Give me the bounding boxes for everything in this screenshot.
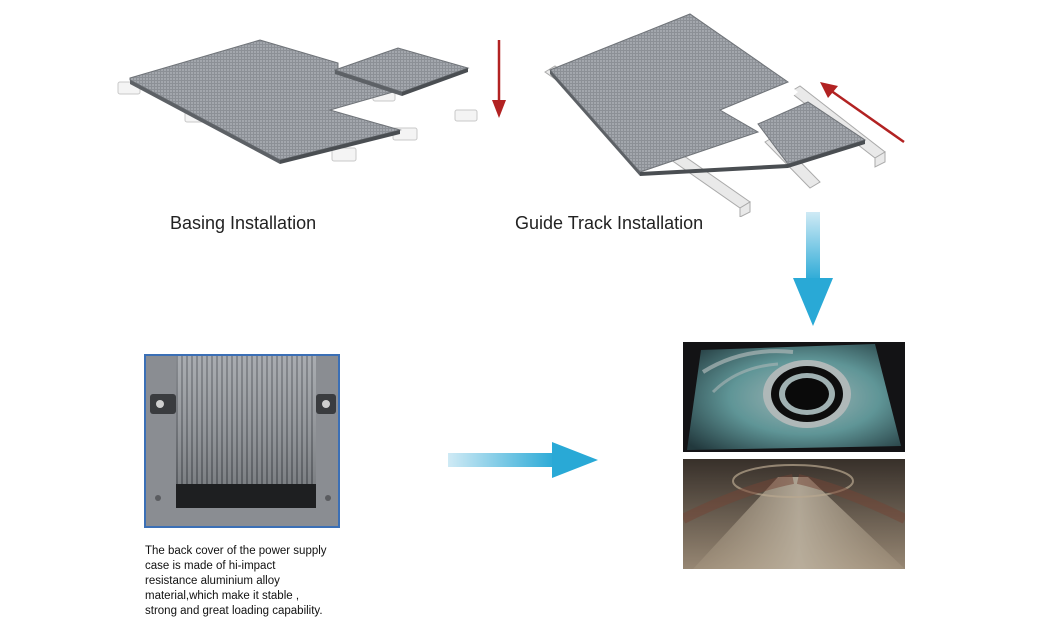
diagonal-arrow-icon: [816, 78, 908, 146]
description-line: The back cover of the power supply: [145, 545, 327, 557]
power-supply-description: The back cover of the power supply case …: [145, 544, 375, 619]
basing-installation-caption: Basing Installation: [170, 213, 317, 233]
right-arrow-icon: [448, 442, 600, 478]
description-line: material,which make it stable ,: [145, 590, 300, 602]
guide-track-installation-illustration: [540, 12, 900, 217]
led-floor-photo-circle: [683, 342, 905, 452]
down-arrow-icon: [489, 40, 509, 120]
led-floor-photo-tunnel: [683, 459, 905, 569]
down-arrow-icon: [793, 212, 833, 328]
basing-installation-illustration: [110, 30, 510, 180]
description-line: resistance aluminium alloy: [145, 575, 280, 587]
description-line: strong and great loading capability.: [145, 605, 323, 617]
guide-track-installation-caption: Guide Track Installation: [515, 213, 704, 233]
description-line: case is made of hi-impact: [145, 560, 276, 572]
power-supply-back-cover-image: [144, 354, 340, 528]
